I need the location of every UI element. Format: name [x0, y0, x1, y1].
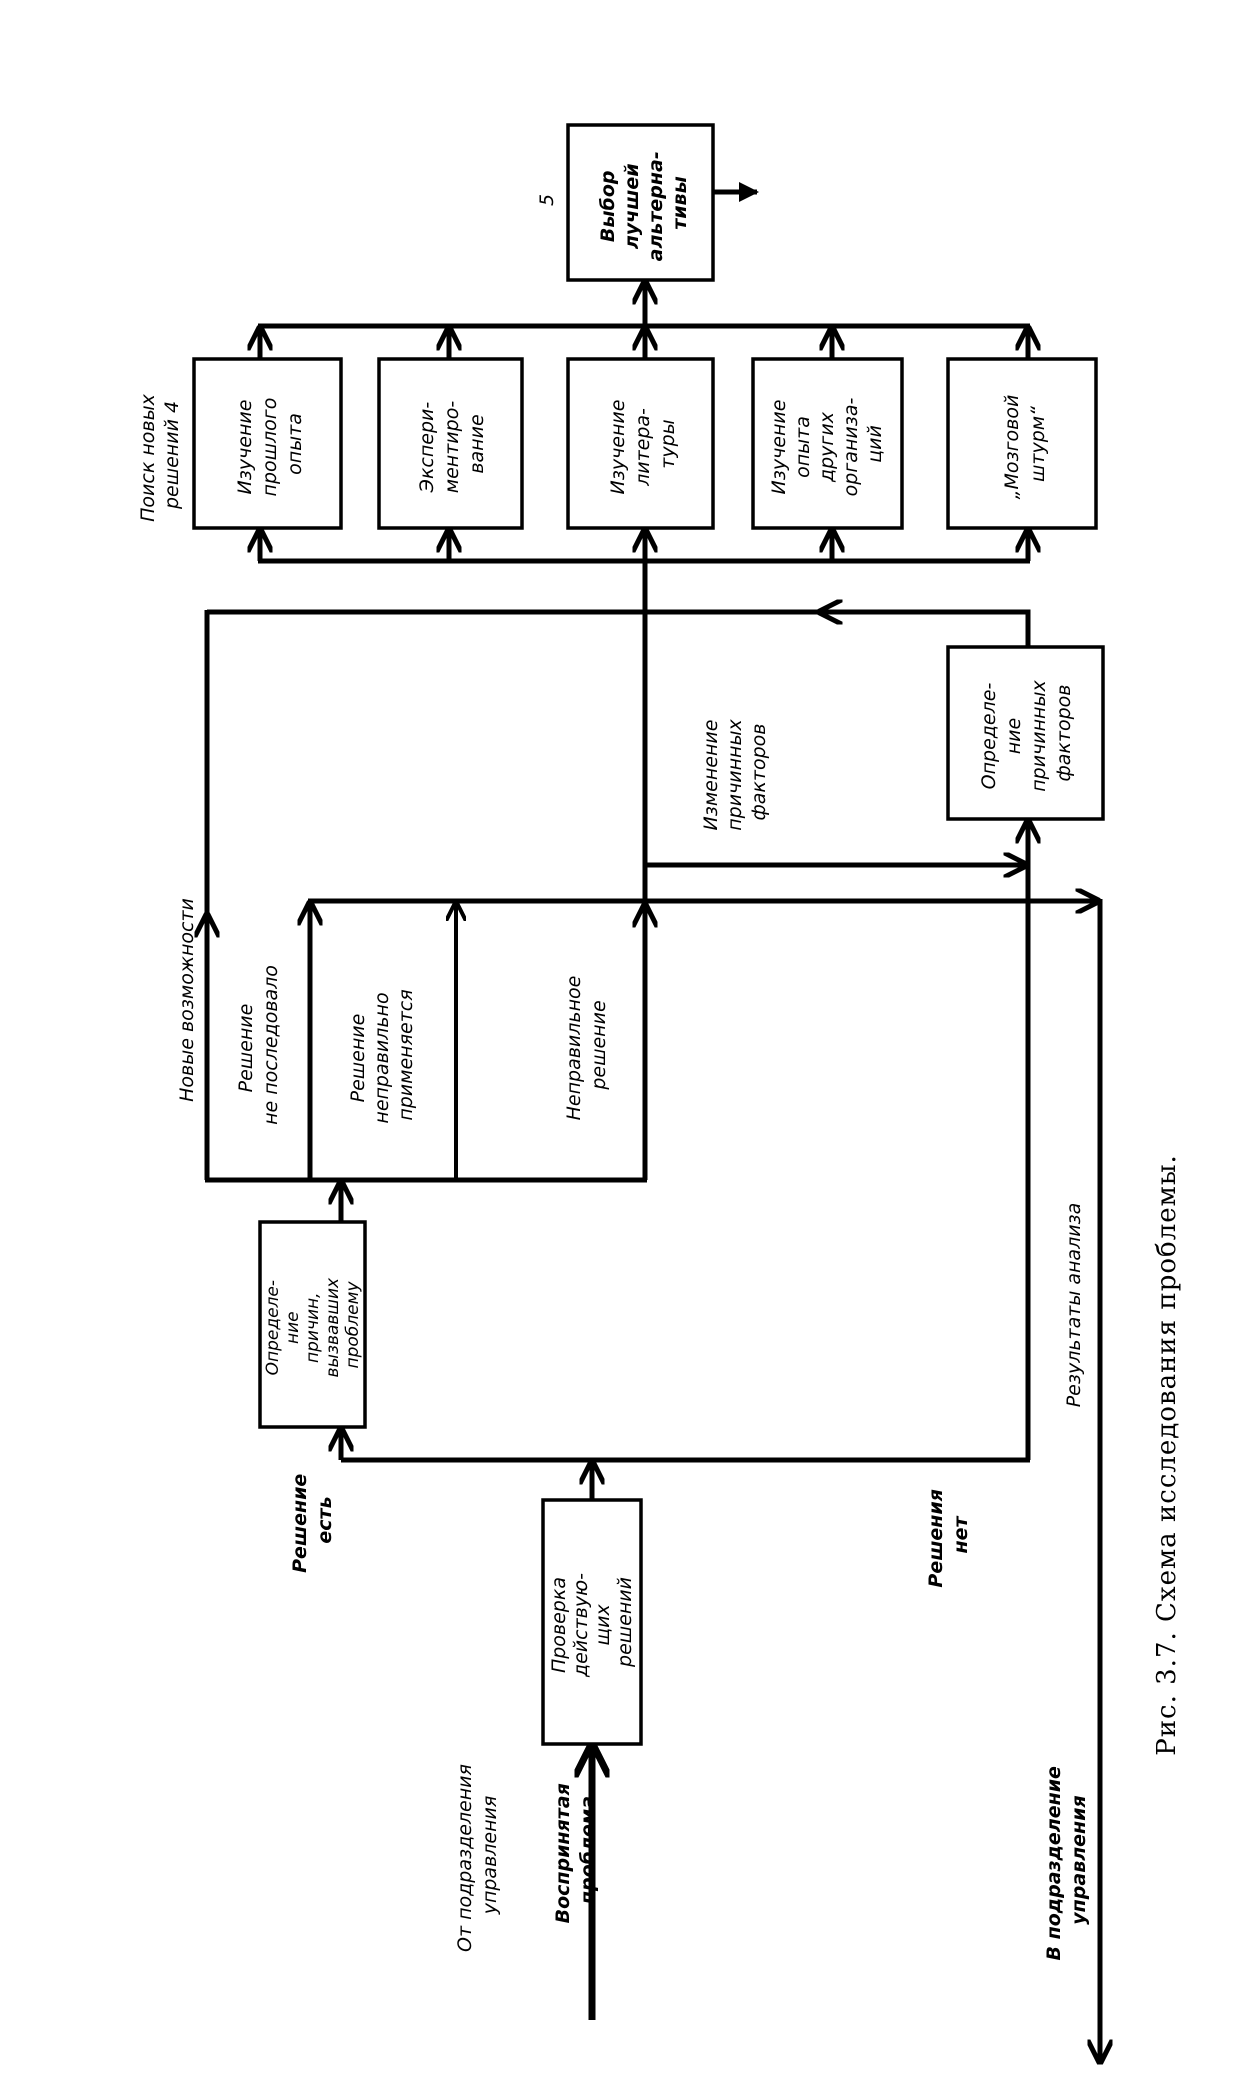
line: есть [314, 1496, 336, 1543]
line: „Мозговой [1001, 395, 1023, 500]
line: нет [950, 1516, 972, 1554]
line: не последовало [260, 965, 282, 1125]
label-search-new-solutions: Поиск новых решений 4 [137, 388, 183, 522]
connectors [205, 182, 1100, 2062]
line: опыта [284, 413, 306, 475]
line: факторов [748, 724, 770, 821]
line: литера- [632, 408, 654, 487]
box-brainstorm-text: „Мозговой штурм“ [1001, 389, 1049, 500]
line: проблема [577, 1796, 599, 1904]
line: решение [588, 1000, 610, 1090]
box-causes [258, 1220, 367, 1429]
line: щих [592, 1604, 614, 1646]
line: вызвавших [323, 1277, 343, 1378]
label-new-opportunities: Новые возможности [176, 898, 198, 1102]
line: Выбор [597, 171, 619, 243]
line: Решение [289, 1474, 311, 1573]
line: ние [283, 1311, 303, 1344]
box-causal-factors-text: Определе- ние причинных факторов [978, 674, 1075, 792]
line: решений 4 [161, 401, 183, 510]
line: применяется [395, 989, 417, 1120]
line: Решения [925, 1489, 947, 1588]
box-causes-text: Определе- ние причин, вызвавших проблему [263, 1272, 363, 1377]
line: Экспери- [416, 402, 438, 494]
line: Неправильное [563, 976, 585, 1121]
line: лучшей [621, 163, 643, 249]
line: Определе- [263, 1280, 283, 1375]
label-no-result: Решение не последовало [235, 965, 282, 1125]
label-solution-no: Решения нет [925, 1482, 972, 1587]
line: В подразделение [1043, 1766, 1065, 1961]
box-choice-number: 5 [536, 194, 558, 206]
label-wrong-solution: Неправильное решение [563, 970, 610, 1121]
line: штурм“ [1027, 406, 1049, 482]
line: Проверка [548, 1577, 570, 1673]
line: От подразделения [454, 1764, 476, 1952]
line: Решение [347, 1014, 369, 1103]
line: Изучение [234, 400, 256, 495]
line: управления [479, 1796, 501, 1916]
line: Изучение [607, 400, 629, 495]
line: Изучение [768, 400, 790, 495]
line: организа- [840, 398, 862, 497]
line: Результаты анализа [1063, 1203, 1085, 1408]
line: Определе- [978, 683, 1000, 790]
line: опыта [792, 416, 814, 478]
box-choice-text: Выбор лучшей альтерна- тивы [597, 145, 691, 262]
line: причинных [724, 719, 746, 831]
label-misapplied: Решение неправильно применяется [347, 986, 417, 1123]
box-experimentation [377, 357, 524, 530]
line: причин, [303, 1292, 323, 1363]
line: прошлого [259, 398, 281, 497]
line: туры [657, 419, 679, 468]
line: Решение [235, 1004, 257, 1093]
box-literature [566, 357, 715, 530]
label-from-management-unit: От подразделения управления [454, 1758, 501, 1952]
line: Изменение [700, 720, 722, 831]
box-past-experience [192, 357, 343, 530]
line: управления [1068, 1795, 1090, 1924]
box-other-orgs [751, 357, 904, 530]
box-literature-text: Изучение литера- туры [607, 394, 679, 495]
line: неправильно [371, 992, 393, 1123]
line: альтерна- [645, 151, 667, 261]
box-past-text: Изучение прошлого опыта [234, 392, 306, 497]
line: вание [466, 414, 488, 473]
box-experimentation-text: Экспери- ментиро- вание [416, 395, 488, 494]
line: причинных [1028, 680, 1050, 792]
label-to-management-unit: В подразделение управления [1043, 1759, 1090, 1960]
line: решений [614, 1577, 636, 1668]
line: действую- [570, 1573, 592, 1678]
line: тивы [669, 176, 691, 230]
line: Поиск новых [137, 393, 159, 521]
label-solution-yes: Решение есть [289, 1467, 336, 1573]
box-brainstorm [946, 357, 1098, 530]
label-perceived-problem: Воспринятая проблема [552, 1777, 599, 1924]
line: Воспринятая [552, 1783, 574, 1923]
figure-caption: Рис. 3.7. Схема исследования проблемы. [1152, 1154, 1182, 1756]
line: ние [1003, 718, 1025, 754]
box-check-solutions [541, 1498, 643, 1746]
box-choice [566, 123, 715, 282]
box-check-text: Проверка действую- щих решений [548, 1567, 636, 1678]
loop-line [207, 609, 1031, 647]
line: ментиро- [441, 401, 463, 494]
label-change-factors: Изменение причинных факторов [700, 713, 770, 831]
label-analysis-results: Результаты анализа [1063, 1203, 1085, 1408]
line: факторов [1053, 685, 1075, 782]
box-other-orgs-text: Изучение опыта других организа- ций [768, 392, 886, 497]
line: ций [864, 425, 886, 463]
box-causal-factors [946, 645, 1105, 821]
line: проблему [343, 1281, 363, 1369]
line: Новые возможности [176, 898, 198, 1102]
line: других [816, 411, 838, 483]
